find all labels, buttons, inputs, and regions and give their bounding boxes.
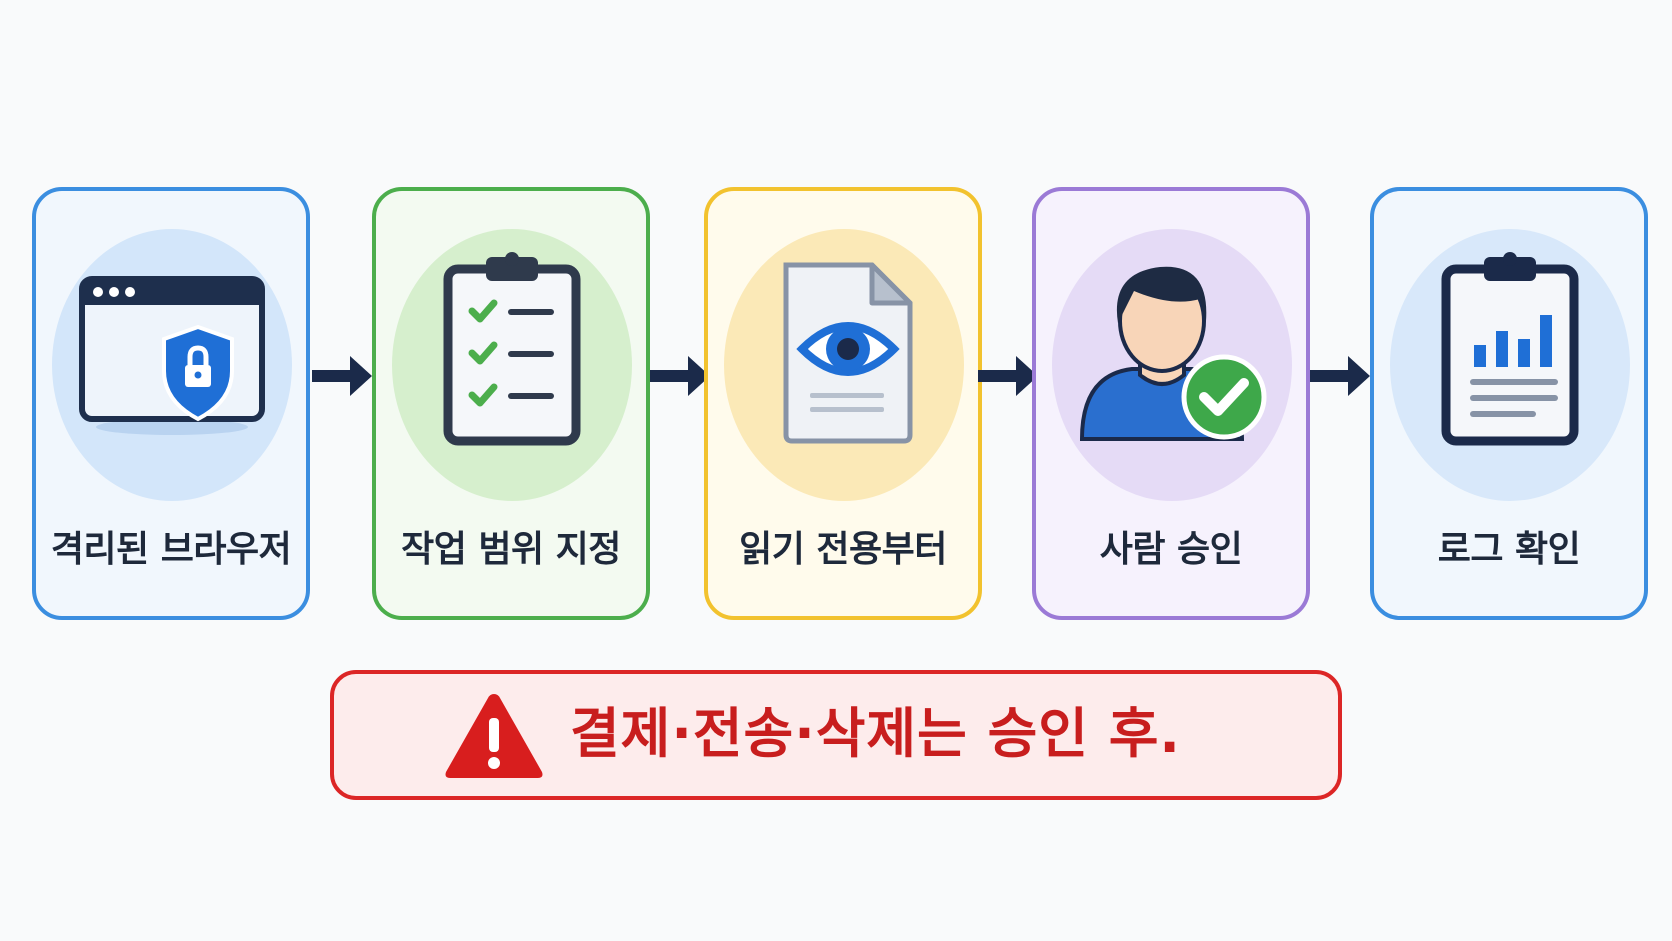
arrow-right-icon — [1310, 356, 1370, 396]
warning-banner: 결제·전송·삭제는 승인 후. — [330, 670, 1342, 800]
step-label: 격리된 브라우저 — [50, 529, 292, 570]
user-approved-icon — [1079, 266, 1267, 441]
clipboard-report-icon — [1441, 252, 1579, 446]
arrow-right-icon — [650, 356, 710, 396]
warning-text: 결제·전송·삭제는 승인 후. — [570, 702, 1181, 765]
step-label: 읽기 전용부터 — [739, 529, 947, 570]
step-label: 작업 범위 지정 — [401, 529, 621, 570]
warning-triangle-icon — [445, 694, 543, 778]
browser-shield-lock-icon — [79, 276, 265, 435]
step-card-read-only: 읽기 전용부터 — [704, 187, 982, 620]
arrow-right-icon — [312, 356, 372, 396]
step-label: 사람 승인 — [1099, 529, 1243, 570]
step-label: 로그 확인 — [1437, 529, 1581, 570]
step-card-isolated-browser: 격리된 브라우저 — [32, 187, 310, 620]
clipboard-checklist-icon — [443, 252, 581, 446]
step-card-human-approval: 사람 승인 — [1032, 187, 1310, 620]
step-card-log-review: 로그 확인 — [1370, 187, 1648, 620]
document-eye-icon — [783, 262, 913, 444]
arrow-right-icon — [978, 356, 1038, 396]
step-card-task-scope: 작업 범위 지정 — [372, 187, 650, 620]
